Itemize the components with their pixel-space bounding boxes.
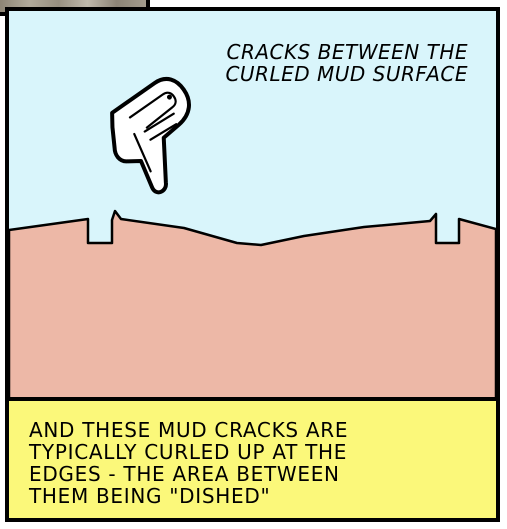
top-caption: CRACKS BETWEEN THE CURLED MUD SURFACE — [128, 41, 468, 85]
caption-box: AND THESE MUD CRACKS ARE TYPICALLY CURLE… — [9, 397, 496, 518]
top-caption-line-2: CURLED MUD SURFACE — [128, 63, 468, 85]
bottom-caption: AND THESE MUD CRACKS ARE TYPICALLY CURLE… — [29, 419, 478, 507]
bottom-caption-line-1: AND THESE MUD CRACKS ARE — [29, 419, 478, 441]
top-caption-line-1: CRACKS BETWEEN THE — [128, 41, 468, 63]
bottom-caption-line-4: THEM BEING "DISHED" — [29, 485, 478, 507]
bottom-caption-line-3: EDGES - THE AREA BETWEEN — [29, 463, 478, 485]
comic-panel: CRACKS BETWEEN THE CURLED MUD SURFACE AN… — [5, 7, 500, 522]
bottom-caption-line-2: TYPICALLY CURLED UP AT THE — [29, 441, 478, 463]
